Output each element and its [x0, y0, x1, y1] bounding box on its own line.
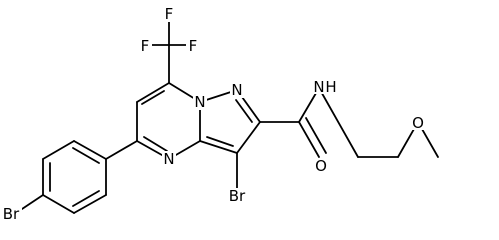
atom-n-pyrazole: N — [231, 81, 242, 99]
bond-c-o-carbonyl-double — [305, 117, 327, 154]
bond-c3-c3a-double — [206, 136, 234, 147]
bond-ph-br — [21, 194, 44, 210]
bond-c5-phenyl — [105, 140, 138, 160]
atom-f-left: F — [141, 37, 150, 55]
atom-n-bridgehead: N — [194, 93, 205, 111]
bond-c7-c6-double — [141, 90, 165, 105]
bond-n-amide-ch2 — [318, 87, 359, 158]
atom-n-amide: N — [313, 78, 324, 96]
atom-f-right: F — [189, 37, 198, 55]
bond-ph-c5-c6 — [73, 194, 107, 214]
bond-ph-c2-c3 — [42, 140, 75, 160]
bond-ph-c1-c2 — [73, 140, 107, 160]
atom-f-top: F — [165, 5, 174, 23]
atom-n-pyrimidine: N — [163, 150, 174, 168]
bond-lines — [21, 21, 439, 214]
atom-o-ether: O — [412, 114, 424, 132]
structure-diagram: F F F N N N Br O N H O Br — [0, 5, 439, 223]
atom-h-amide: H — [325, 78, 336, 96]
bond-ph-c4-c5 — [42, 194, 75, 214]
atom-br-phenyl: Br — [3, 205, 20, 223]
bond-n-pyrazole-c2-double — [235, 99, 253, 123]
bond-c5-n4-double — [143, 136, 168, 152]
atom-o-carbonyl: O — [315, 157, 327, 175]
bond-c3-c3a — [199, 140, 238, 154]
atom-br-pyrazole: Br — [229, 187, 246, 205]
bond-ph-c1-c2-double — [72, 147, 100, 164]
bond-c-o-carbonyl — [298, 121, 320, 158]
atom-labels: F F F N N N Br O N H O Br — [0, 5, 425, 223]
bond-c7-c6 — [136, 82, 170, 103]
bond-ph-c5-c6-double — [72, 190, 100, 207]
bond-c2-c3 — [236, 121, 261, 154]
